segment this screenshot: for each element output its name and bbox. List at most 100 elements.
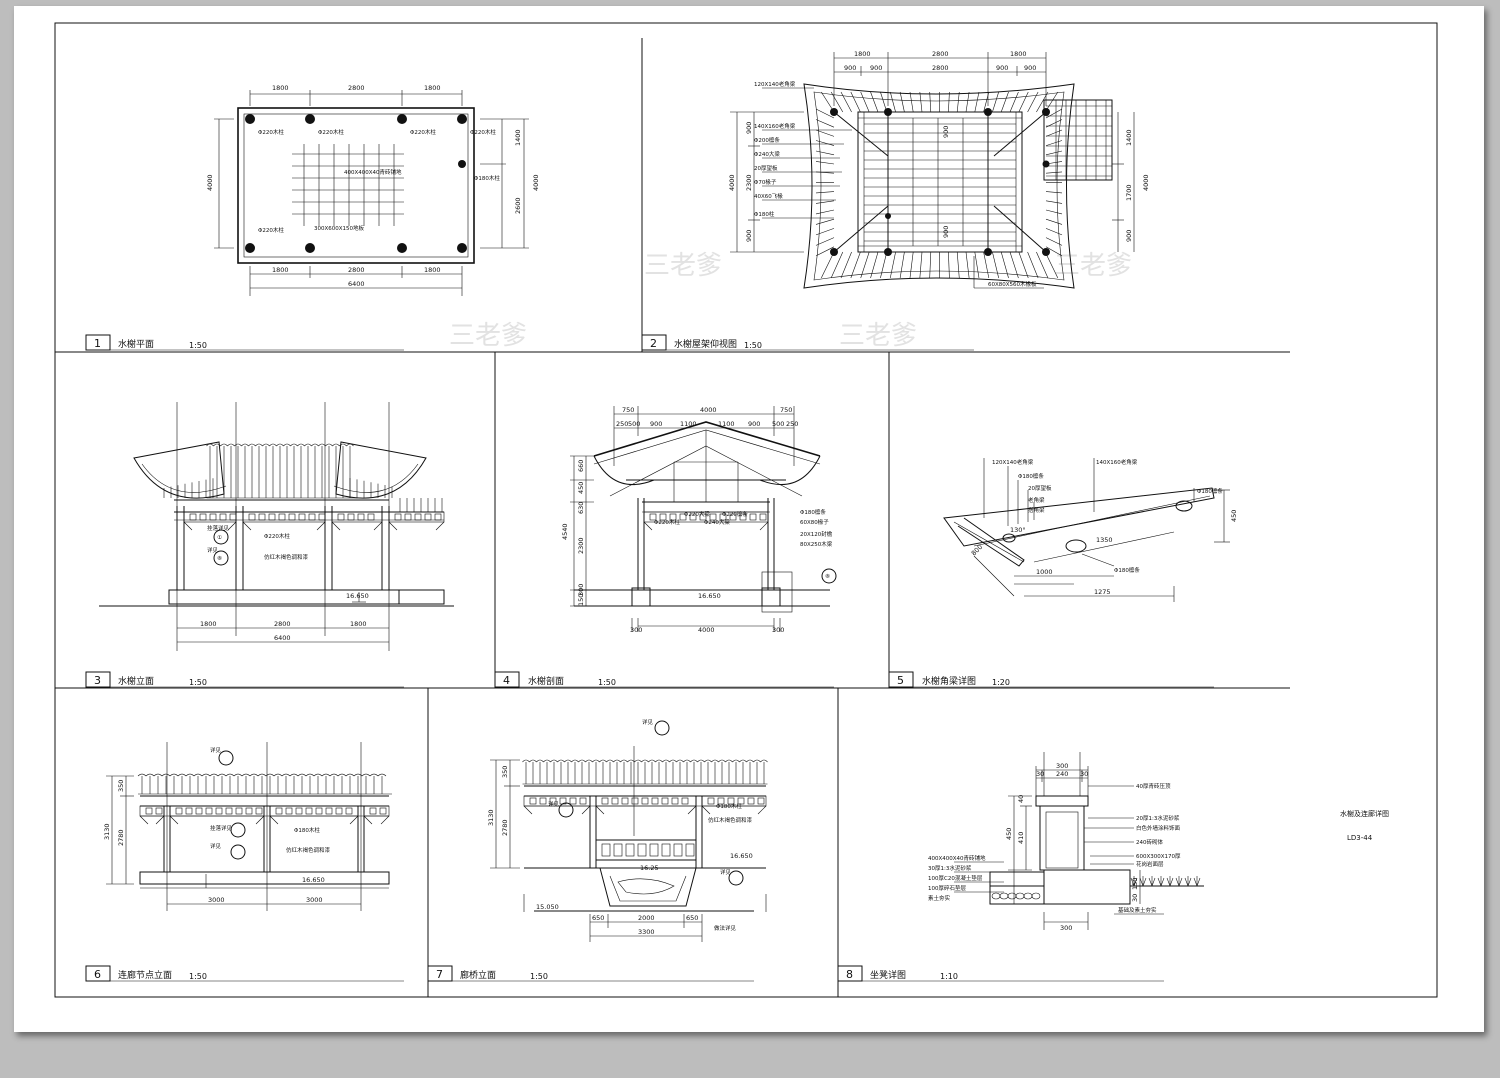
dim-2-left-total: 4000 (728, 174, 736, 191)
level-7-0: 16.650 (730, 852, 753, 860)
dim-4-top-0: 750 (622, 406, 634, 414)
label-8-1: 20厚1:3水泥砂浆 (1136, 814, 1180, 822)
dim-6-left-0: 350 (117, 780, 125, 792)
label-2-7: Φ180柱 (754, 210, 775, 218)
dim-1-top-0: 1800 (272, 84, 289, 92)
label-5-1: Φ180檩条 (1018, 472, 1044, 480)
dim-5-3: 1275 (1094, 588, 1111, 596)
dim-4-left-total: 4540 (561, 523, 569, 540)
label-3-0: 挂落详见 (207, 524, 230, 532)
dim-2-inner-1: 900 (942, 226, 950, 238)
drawing-6-corridor: 3000 3000 350 2780 3130 16.650 详见 挂落详见 详… (85, 742, 404, 982)
sheet-number: LD3-44 (1347, 834, 1373, 842)
label-4-4: Φ240大梁 (704, 518, 730, 526)
label-3-2: 详见 (207, 546, 219, 554)
dim-8-top-2: 240 (1056, 770, 1068, 778)
label-7-1: 详见 (548, 800, 560, 808)
watermark: 三老爹 (449, 321, 527, 351)
dim-4-top2-4: 1100 (718, 420, 735, 428)
dim-1-top-2: 1800 (424, 84, 441, 92)
drawing-1-scale: 1:50 (189, 341, 207, 350)
label-2-3: Φ240大梁 (754, 150, 780, 158)
label-8-8: 100厚C20混凝土垫层 (928, 874, 983, 882)
label-2-6: 40X60飞椽 (754, 192, 783, 200)
label-3-3: 仿红木褐色调和漆 (264, 553, 309, 561)
sheet-border (54, 22, 1438, 998)
dim-7-left-1: 2780 (501, 819, 509, 836)
label-8-2: 白色外墙涂料饰面 (1136, 824, 1181, 832)
drawing-3-number: 3 (94, 674, 101, 687)
drawing-8-title: 坐凳详图 (870, 969, 906, 981)
label-5-3: Φ180檩条 (1197, 487, 1223, 495)
label-8-10: 素土夯实 (928, 894, 951, 902)
drawing-5-title: 水榭角梁详图 (922, 675, 976, 687)
dim-4-top-2: 750 (780, 406, 792, 414)
sheet-frame (54, 22, 1438, 998)
dim-4-bottom-2: 300 (772, 626, 784, 634)
detail-ref-3-1: ⑧ (217, 556, 222, 562)
label-4-7: 80X250木梁 (800, 540, 833, 548)
dim-1-left: 4000 (206, 174, 214, 191)
label-7-5: 做法详见 (714, 924, 737, 932)
label-1-1: Φ220木柱 (318, 128, 344, 136)
label-6-4: 仿红木褐色调和漆 (286, 846, 331, 854)
dim-2-top-2: 1800 (1010, 50, 1027, 58)
dim-1-right-0: 1400 (514, 129, 522, 146)
dim-2-inner-0: 900 (942, 126, 950, 138)
label-1-6: Φ220木柱 (258, 226, 284, 234)
drawing-3-scale: 1:50 (189, 678, 207, 687)
dim-6-left-1: 2780 (117, 829, 125, 846)
drawing-8-number: 8 (846, 968, 853, 981)
drawing-6-title: 连廊节点立面 (118, 969, 172, 981)
dim-4-bottom-0: 300 (630, 626, 642, 634)
dim-1-bottom-1: 2800 (348, 266, 365, 274)
dim-3-1: 2800 (274, 620, 291, 628)
dim-2-right-2: 900 (1125, 230, 1133, 242)
dim-7-1: 2000 (638, 914, 655, 922)
label-8-3: 240砖砌体 (1136, 838, 1163, 846)
dim-8-top-1: 30 (1036, 770, 1044, 778)
level-7-1: 16.25 (640, 864, 659, 872)
dim-4-top2-5: 900 (748, 420, 760, 428)
drawing-6-number: 6 (94, 968, 101, 981)
label-2-2: Φ200檩条 (754, 136, 780, 144)
drawing-4-section: 750 4000 750 250 500 900 1100 1100 900 5… (494, 406, 837, 688)
dim-8-left-0: 450 (1005, 828, 1013, 840)
drawing-5-scale: 1:20 (992, 678, 1010, 687)
drawing-8-bench: 300 30 240 30 450 410 40 300 150 30 40厚青… (837, 752, 1204, 982)
dim-2-top-0: 1800 (854, 50, 871, 58)
label-8-6: 400X400X40青砖铺地 (928, 854, 986, 862)
label-5-7: 搭角梁 (1028, 506, 1045, 514)
dim-7-left-total: 3130 (487, 809, 495, 826)
drawing-2-title: 水榭屋架仰视图 (674, 338, 737, 350)
label-5-5: 20厚望板 (1028, 484, 1052, 492)
drawing-1-plan: 1800 2800 1800 1800 2800 1800 6400 4000 … (85, 84, 540, 351)
dim-4-top2-3: 1100 (680, 420, 697, 428)
label-2-1: 140X160老角梁 (754, 122, 796, 130)
label-7-3: 仿红木褐色调和漆 (708, 816, 753, 824)
dim-2-top2-2: 2800 (932, 64, 949, 72)
label-1-2: Φ220木柱 (410, 128, 436, 136)
drawing-2-scale: 1:50 (744, 341, 762, 350)
label-5-2: 140X160老角梁 (1096, 458, 1138, 466)
dim-3-2: 1800 (350, 620, 367, 628)
dim-4-top2-1: 500 (628, 420, 640, 428)
dim-1-right-1: 2600 (514, 197, 522, 214)
label-4-5: Φ220木柱 (654, 518, 680, 526)
dim-2-left-0: 900 (745, 122, 753, 134)
watermark: 三老爹 (644, 251, 722, 281)
dim-1-bottom-2: 1800 (424, 266, 441, 274)
label-6-0: 详见 (210, 746, 222, 754)
label-8-5: 花岗岩面层 (1136, 860, 1164, 868)
watermarks: 三老爹 三老爹 三老爹 三老爹 (449, 251, 1132, 351)
label-1-0: Φ220木柱 (258, 128, 284, 136)
dim-2-top2-1: 900 (870, 64, 882, 72)
label-2-0: 120X140老角梁 (754, 80, 796, 88)
dim-8-top-3: 30 (1080, 770, 1088, 778)
dim-4-left-4: 150 (577, 594, 585, 606)
dim-8-top-0: 300 (1056, 762, 1068, 770)
dim-8-bottom: 300 (1060, 924, 1072, 932)
detail-ref-4: ⑧ (825, 574, 830, 580)
label-5-6: 老角梁 (1028, 496, 1045, 504)
dim-7-left-0: 350 (501, 766, 509, 778)
